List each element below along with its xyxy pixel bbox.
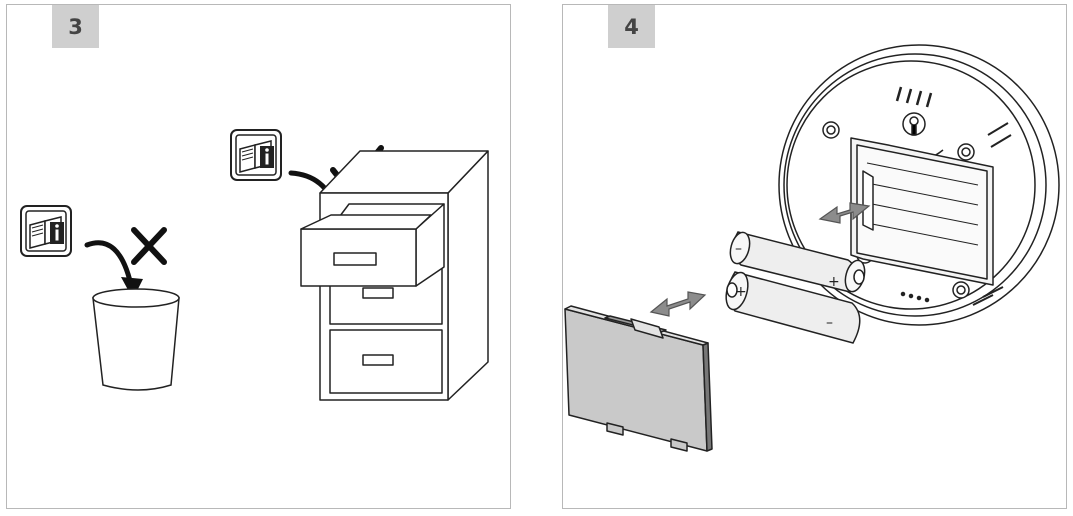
filing-cabinet-icon <box>300 150 489 401</box>
double-arrow-icon <box>818 202 871 224</box>
battery-plus-label: + <box>735 284 747 300</box>
battery-minus-label: – <box>826 315 833 331</box>
battery-icon <box>729 231 866 293</box>
manual-info-icon <box>230 129 282 181</box>
double-arrow-icon <box>649 291 707 317</box>
panel-step-3: 3 <box>6 4 511 509</box>
panel-4-illustration: – + + – <box>564 44 1060 452</box>
panel-3-illustration <box>20 129 489 401</box>
battery-cover-icon <box>564 305 713 452</box>
step-number-badge: 4 <box>608 5 655 48</box>
manual-info-icon <box>20 205 72 257</box>
cross-mark-icon <box>131 227 167 265</box>
waste-bin-icon <box>92 288 180 391</box>
curved-arrow-icon <box>84 240 143 299</box>
battery-minus-label: – <box>735 241 742 257</box>
battery-plus-label: + <box>828 274 840 290</box>
thermostat-back-icon <box>778 44 1060 326</box>
battery-icon <box>725 271 861 344</box>
step-number-badge: 3 <box>52 5 99 48</box>
panel-step-4: 4 <box>562 4 1067 509</box>
